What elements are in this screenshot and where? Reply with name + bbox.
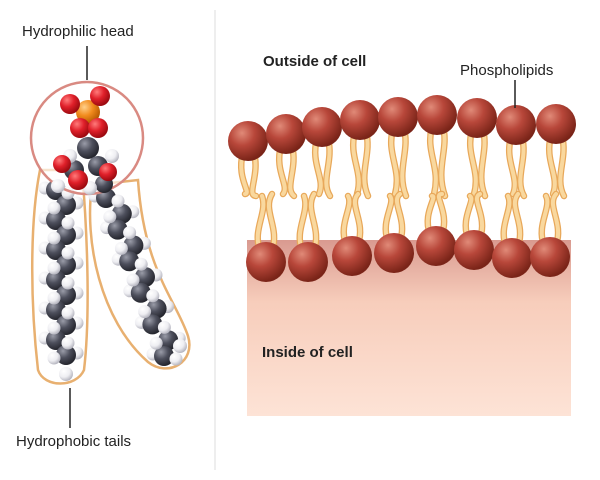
phospholipid-head bbox=[228, 121, 268, 161]
carbon-atom bbox=[46, 300, 66, 320]
carbon-atom bbox=[107, 219, 128, 240]
phospholipid-head bbox=[288, 242, 328, 282]
carbon-atom bbox=[130, 282, 151, 303]
phospholipid-bilayer bbox=[228, 80, 576, 416]
hydrogen-atom bbox=[47, 321, 61, 335]
carbon-atom bbox=[56, 195, 76, 215]
carbon-atom bbox=[142, 314, 163, 335]
hydrophilic-head-label: Hydrophilic head bbox=[22, 23, 134, 40]
phospholipid-head bbox=[536, 104, 576, 144]
carbon-atom bbox=[119, 251, 140, 272]
phospholipid-head bbox=[374, 233, 414, 273]
hydrogen-atom bbox=[134, 257, 148, 271]
carbon-atom bbox=[46, 270, 66, 290]
oxygen-atom bbox=[99, 163, 117, 181]
tail-atoms bbox=[38, 180, 187, 381]
carbon-atom bbox=[56, 255, 76, 275]
oxygen-atom bbox=[70, 118, 90, 138]
carbon-atom bbox=[154, 346, 174, 366]
carbon-atom bbox=[146, 298, 167, 319]
hydrogen-atom bbox=[169, 352, 183, 366]
head-atoms bbox=[51, 86, 119, 195]
outside-of-cell-label: Outside of cell bbox=[263, 53, 367, 70]
phospholipid-head bbox=[492, 238, 532, 278]
hydrogen-atom bbox=[173, 339, 187, 353]
carbon-atom bbox=[77, 137, 99, 159]
phospholipid-head bbox=[266, 114, 306, 154]
hydrogen-atom bbox=[114, 241, 128, 255]
carbon-atom bbox=[56, 285, 76, 305]
phospholipid-head bbox=[378, 97, 418, 137]
phospholipid-head bbox=[246, 242, 286, 282]
hydrogen-atom bbox=[47, 291, 61, 305]
carbon-atom bbox=[56, 345, 76, 365]
hydrogen-atom bbox=[61, 306, 75, 320]
oxygen-atom bbox=[88, 118, 108, 138]
inner-leaflet-heads bbox=[246, 226, 570, 282]
oxygen-atom bbox=[68, 170, 88, 190]
hydrogen-atom bbox=[105, 149, 119, 163]
hydrogen-atom bbox=[47, 261, 61, 275]
hydrogen-atom bbox=[61, 246, 75, 260]
carbon-atom bbox=[123, 235, 144, 256]
hydrogen-atom bbox=[47, 201, 61, 215]
hydrophobic-tails-label: Hydrophobic tails bbox=[16, 433, 132, 450]
hydrogen-atom bbox=[47, 231, 61, 245]
carbon-atom bbox=[56, 315, 76, 335]
hydrogen-atom bbox=[126, 273, 140, 287]
phospholipids-label: Phospholipids bbox=[460, 62, 554, 79]
hydrogen-atom bbox=[59, 367, 73, 381]
phospholipid-molecule bbox=[29, 46, 191, 428]
hydrogen-atom bbox=[146, 289, 160, 303]
phospholipid-head bbox=[417, 95, 457, 135]
carbon-atom bbox=[46, 330, 66, 350]
inside-of-cell-label: Inside of cell bbox=[262, 344, 353, 361]
hydrogen-atom bbox=[51, 179, 65, 193]
phospholipid-head bbox=[457, 98, 497, 138]
hydrogen-atom bbox=[123, 226, 137, 240]
phospholipid-head bbox=[530, 237, 570, 277]
carbon-atom bbox=[46, 240, 66, 260]
hydrogen-atom bbox=[61, 276, 75, 290]
phosphorus-atom bbox=[76, 100, 100, 124]
oxygen-atom bbox=[53, 155, 71, 173]
hydrogen-atom bbox=[47, 351, 61, 365]
carbon-atom bbox=[135, 267, 155, 287]
hydrogen-atom bbox=[61, 336, 75, 350]
phospholipid-head bbox=[302, 107, 342, 147]
hydrogen-atom bbox=[111, 194, 125, 208]
carbon-atom bbox=[46, 210, 66, 230]
carbon-atom bbox=[56, 225, 76, 245]
hydrogen-atom bbox=[157, 320, 171, 334]
hydrogen-atom bbox=[149, 336, 163, 350]
hydrogen-atom bbox=[61, 216, 75, 230]
outer-leaflet-heads bbox=[228, 95, 576, 161]
hydrogen-atom bbox=[138, 305, 152, 319]
phospholipid-head bbox=[340, 100, 380, 140]
hydrogen-atom bbox=[103, 210, 117, 224]
phospholipid-head bbox=[454, 230, 494, 270]
carbon-atom bbox=[111, 203, 132, 224]
oxygen-atom bbox=[60, 94, 80, 114]
phospholipid-head bbox=[496, 105, 536, 145]
phospholipid-head bbox=[332, 236, 372, 276]
phospholipid-head bbox=[416, 226, 456, 266]
oxygen-atom bbox=[90, 86, 110, 106]
